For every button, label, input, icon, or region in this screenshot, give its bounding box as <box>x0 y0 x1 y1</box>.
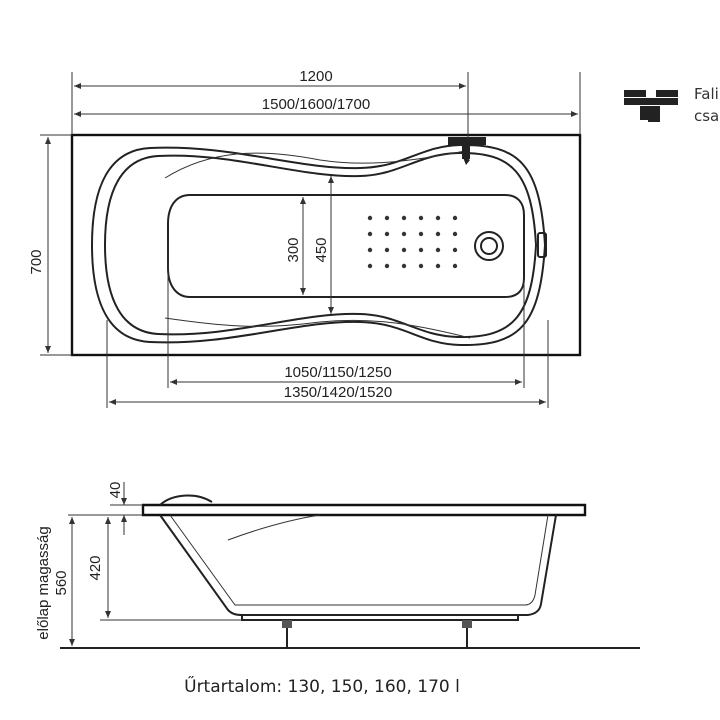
jet-dot <box>435 215 441 221</box>
jet-dot <box>367 263 373 269</box>
jet-dot <box>452 263 458 269</box>
jet-dot <box>435 247 441 253</box>
dim-label-bottom-outer: 1350/1420/1520 <box>284 384 392 401</box>
front-panel-height-label: előlap magasság <box>35 526 52 639</box>
jet-dot <box>367 247 373 253</box>
jet-dot <box>384 231 390 237</box>
legend-line-2: csap <box>694 107 720 125</box>
jet-dot-grid <box>367 215 458 269</box>
side-tub-body <box>159 514 557 616</box>
faucet-legend: Fali csap <box>624 85 720 125</box>
side-tub-body-inner <box>169 514 549 606</box>
jet-dot <box>418 231 424 237</box>
dim-label-560: 560 <box>53 570 70 595</box>
jet-dot <box>452 247 458 253</box>
tub-basin-floor <box>167 194 525 298</box>
dim-label-420: 420 <box>87 555 104 580</box>
jet-dot <box>435 231 441 237</box>
jet-dot <box>367 231 373 237</box>
jet-dot <box>401 263 407 269</box>
jet-dot <box>418 247 424 253</box>
jet-dot <box>384 215 390 221</box>
side-headrest <box>159 494 213 506</box>
backrest-curve-lower <box>164 317 471 339</box>
jet-dot <box>401 247 407 253</box>
jet-dot <box>401 215 407 221</box>
legend-line-1: Fali <box>694 85 719 103</box>
jet-dot <box>418 215 424 221</box>
tub-rim-outline <box>70 133 582 357</box>
side-base-plate <box>241 614 519 621</box>
dim-label-outer-length: 1500/1600/1700 <box>262 96 370 113</box>
top-view: 1200 1500/1600/1700 700 300 450 1050/115… <box>28 68 582 408</box>
jet-dot <box>401 231 407 237</box>
jet-dot <box>384 263 390 269</box>
tub-inner-outline <box>90 143 547 347</box>
capacity-text: Űrtartalom: 130, 150, 160, 170 l <box>184 675 460 697</box>
rim-faucet-icon <box>448 137 486 165</box>
side-view: 40 420 560 előlap magasság <box>35 482 640 649</box>
jet-dot <box>418 263 424 269</box>
overflow-icon <box>537 232 547 258</box>
wall-faucet-icon <box>624 90 678 122</box>
side-foot-right <box>462 620 472 648</box>
backrest-curve <box>164 149 471 179</box>
dim-label-450: 450 <box>313 237 330 262</box>
side-foot-left <box>282 620 292 648</box>
tub-inner-outline-2 <box>103 151 538 339</box>
jet-dot <box>367 215 373 221</box>
dim-label-bottom-inner: 1050/1150/1250 <box>284 364 391 381</box>
jet-dot <box>384 247 390 253</box>
dim-label-40: 40 <box>107 482 124 499</box>
dim-label-300: 300 <box>285 237 302 262</box>
jet-dot <box>452 231 458 237</box>
jet-dot <box>452 215 458 221</box>
dim-label-1200: 1200 <box>299 68 332 85</box>
drain-icon <box>474 231 504 261</box>
side-rim <box>141 503 587 517</box>
dim-label-700: 700 <box>28 249 45 274</box>
side-inner-curve <box>227 514 321 541</box>
jet-dot <box>435 263 441 269</box>
